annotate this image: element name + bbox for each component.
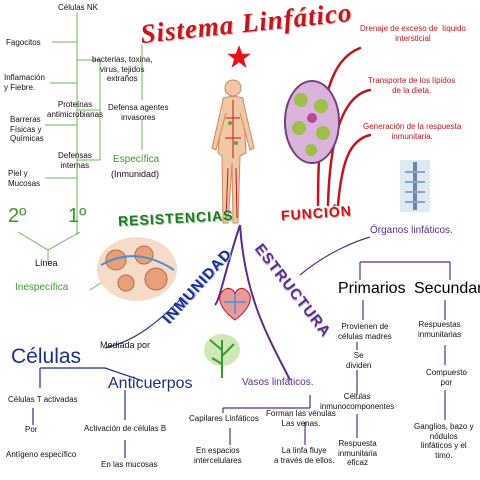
ganglios-label: Ganglios, bazo y nódulos linfáticos y el… xyxy=(414,422,474,460)
barreras-label: Barreras Físicas y Químicas xyxy=(10,115,44,143)
secundarios-label: Secundarios xyxy=(414,280,480,297)
fagocitos-label: Fagocitos xyxy=(6,38,41,47)
celulas-inmunocomponentes-label: Células inmunocomponentes xyxy=(320,392,395,411)
antigeno-label: Antígeno específico xyxy=(6,450,77,459)
red-star-icon xyxy=(227,45,251,68)
bacterias-label: bacterias, toxina, virus, tejidos extrañ… xyxy=(92,55,153,83)
en-mucosas-label: En las mucosas xyxy=(101,460,158,469)
celulas-label: Células xyxy=(11,345,82,368)
activacion-b-label: Activación de células B xyxy=(84,424,167,433)
lymphatic-tissue-illustration xyxy=(204,334,240,378)
vasos-linfaticos-label: Vasos linfáticos. xyxy=(242,377,314,388)
provienen-label: Provienen de células madres xyxy=(338,322,392,341)
celulas-nk-label: Células NK xyxy=(58,3,99,12)
inflamacion-label: Inflamación y Fiebre. xyxy=(4,73,45,92)
linea-label: Línea xyxy=(35,258,58,268)
defensa-agentes-label: Defensa agentes invasores xyxy=(108,103,169,122)
por-label: Por xyxy=(25,425,38,434)
celulas-t-label: Células T activadas xyxy=(8,395,78,404)
transporte-label: Transporte de los lípidos de la dieta. xyxy=(368,76,456,95)
inmunidad-paren-label: (Inmunidad) xyxy=(111,169,160,179)
primero-label: 1º xyxy=(68,205,87,227)
compuesto-por-label: Compuesto por xyxy=(426,368,467,387)
lymph-node-illustration xyxy=(284,80,340,164)
forman-venulas-label: Forman las vénulas Las venas. xyxy=(266,409,336,428)
primarios-label: Primarios xyxy=(338,280,406,297)
defensas-internas-label: Defensas internas xyxy=(58,151,92,170)
human-body-illustration xyxy=(211,79,255,224)
linfa-fluye-label: La linfa fluye a través de ellos. xyxy=(274,446,335,465)
proteinas-label: Proteínas antimicrobianas xyxy=(47,100,104,119)
mediada-por-label: Mediada por xyxy=(100,340,151,350)
respuestas-inmunitarias-label: Respuestas inmunitarias xyxy=(418,320,462,339)
se-dividen-label: Se dividen xyxy=(346,351,372,370)
cells-illustration xyxy=(97,237,177,301)
en-espacios-label: En espacios intercelulares xyxy=(194,446,242,465)
organos-linfaticos-label: Órganos linfáticos. xyxy=(370,225,453,236)
generacion-label: Generación de la respuesta inmunitaria. xyxy=(363,122,462,141)
respuesta-eficaz-label: Respuesta inmunitaria eficaz xyxy=(338,439,378,467)
capilares-label: Capilares Linfáticos xyxy=(189,414,259,423)
inespecifica-label: Inespecífica xyxy=(15,282,69,293)
segundo-label: 2º xyxy=(8,205,27,227)
anticuerpos-label: Anticuerpos xyxy=(108,375,193,392)
piel-mucosas-label: Piel y Mucosas xyxy=(8,169,41,188)
drenaje-label: Drenaje de exceso de líquido intersticia… xyxy=(360,24,466,43)
spine-illustration xyxy=(400,160,430,212)
vessels-illustration xyxy=(219,287,251,321)
especifica-label: Específica xyxy=(113,154,160,165)
